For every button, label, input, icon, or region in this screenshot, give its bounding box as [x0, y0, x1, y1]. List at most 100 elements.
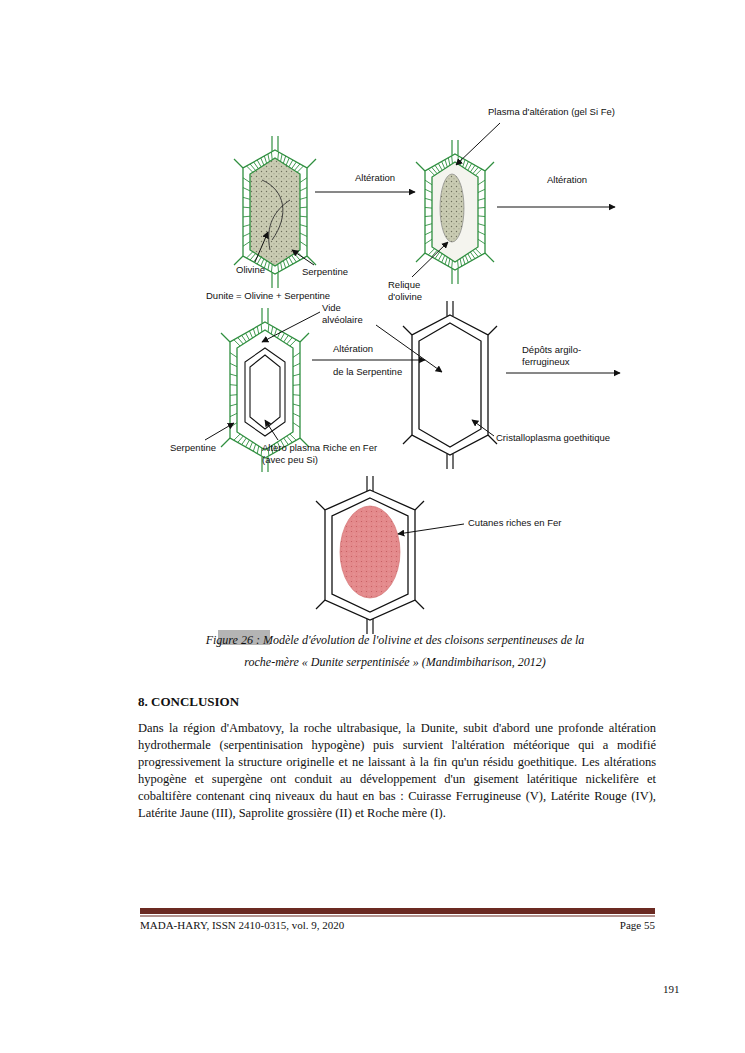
process-arrow [312, 360, 425, 361]
wall-stub [403, 435, 412, 444]
cutan [340, 506, 400, 598]
serpentine-hatch [451, 156, 453, 164]
serpentine-hatch [277, 152, 279, 160]
serpentine-hatch [277, 264, 279, 272]
serpentine-hatch [293, 374, 300, 376]
annotation-label: Plasma d'altération (gel Si Fe) [488, 106, 615, 118]
footer-page: Page 55 [620, 919, 655, 931]
section-heading: 8. CONCLUSION [138, 696, 239, 708]
serpentine-hatch [425, 189, 432, 192]
serpentine-hatch [292, 255, 297, 262]
wall-stub [485, 253, 494, 262]
serpentine-hatch [257, 257, 261, 264]
leader-line [255, 232, 268, 262]
serpentine-hatch [478, 239, 485, 244]
wall-stub [416, 162, 425, 171]
serpentine-hatch [300, 188, 307, 191]
wall-stub [416, 253, 425, 262]
serpentine-hatch [257, 160, 261, 167]
footer-rule [140, 916, 655, 917]
serpentine-hatch [253, 329, 255, 336]
arrow-label: Altération [547, 174, 587, 186]
process-arrow [315, 192, 415, 193]
serpentine-hatch [425, 224, 432, 226]
page-number: 191 [663, 983, 680, 995]
serpentine-hatch [442, 162, 445, 169]
serpentine-hatch [238, 436, 243, 442]
serpentine-hatch [425, 180, 432, 185]
wall-stub [403, 326, 412, 335]
serpentine-hatch [300, 197, 307, 199]
serpentine-hatch [230, 363, 237, 366]
wall-stub [485, 162, 494, 171]
wall-stub [234, 159, 243, 168]
serpentine-hatch [257, 326, 259, 334]
serpentine-hatch [445, 160, 447, 167]
wall-stub [446, 301, 447, 316]
serpentine-hatch [300, 178, 307, 183]
wall-stub [452, 301, 453, 316]
serpentine-hatch [478, 231, 485, 234]
serpentine-hatch [470, 165, 475, 172]
fe-plasma [250, 355, 280, 429]
serpentine-hatch [468, 163, 472, 170]
wall-stub [261, 308, 262, 323]
serpentine-hatch [425, 231, 432, 234]
serpentine-hatch [284, 335, 289, 342]
serpentine-hatch [283, 261, 285, 268]
wall-stub [221, 333, 230, 342]
wall-stub [271, 273, 272, 288]
annotation-label: Serpentine [170, 442, 216, 454]
serpentine-hatch [438, 254, 442, 261]
serpentine-hatch [261, 158, 264, 165]
annotation-label: Altero plasma Riche en Fer (avec peu Si) [262, 442, 400, 466]
leader-line [265, 420, 278, 440]
cells [221, 136, 497, 634]
serpentine-hatch [460, 158, 462, 166]
arrow-label: Altération [333, 343, 373, 355]
arrow-label: Dépôts argilo-ferrugineux [522, 344, 600, 368]
serpentine-hatch [283, 156, 285, 163]
serpentine-hatch [242, 335, 247, 342]
serpentine-hatch [294, 164, 299, 170]
wall-stub [488, 326, 497, 335]
serpentine-hatch [300, 216, 307, 218]
wall-stub [366, 619, 367, 634]
serpentine-hatch [243, 197, 250, 199]
serpentine-hatch [465, 255, 468, 262]
serpentine-hatch [247, 252, 253, 258]
cell-wall [332, 498, 408, 612]
annotation-label: Olivine [236, 264, 265, 276]
serpentine-hatch [230, 404, 237, 406]
wall-stub [234, 256, 243, 265]
serpentine-hatch [230, 413, 237, 416]
body-paragraph: Dans la région d'Ambatovy, la roche ultr… [138, 720, 656, 822]
serpentine-hatch [238, 338, 243, 344]
serpentine-hatch [257, 446, 259, 454]
wall-stub [415, 501, 424, 510]
fracture [269, 200, 290, 250]
annotation-label: Relique d'olivine [388, 279, 438, 303]
serpentine-hatch [243, 225, 250, 227]
leader-line [412, 242, 448, 277]
serpentine-hatch [250, 164, 255, 170]
serpentine-hatch [465, 162, 468, 169]
wall-stub [451, 140, 452, 155]
serpentine-hatch [475, 169, 481, 175]
cell-wall [419, 323, 481, 447]
wall-stub [300, 333, 309, 342]
serpentine-hatch [435, 165, 440, 172]
serpentine-hatch [473, 250, 478, 256]
footer-rule [140, 908, 655, 914]
serpentine-hatch [247, 166, 253, 172]
serpentine-hatch [289, 257, 293, 264]
serpentine-hatch [253, 444, 255, 451]
serpentine-hatch [264, 156, 266, 163]
serpentine-hatch [300, 242, 307, 247]
olivine-relic [440, 174, 464, 242]
serpentine-hatch [293, 363, 300, 366]
footer-journal: MADA-HARY, ISSN 2410-0315, vol. 9, 2020 [140, 919, 344, 931]
annotation-label: Dunite = Olivine + Serpentine [206, 290, 330, 302]
